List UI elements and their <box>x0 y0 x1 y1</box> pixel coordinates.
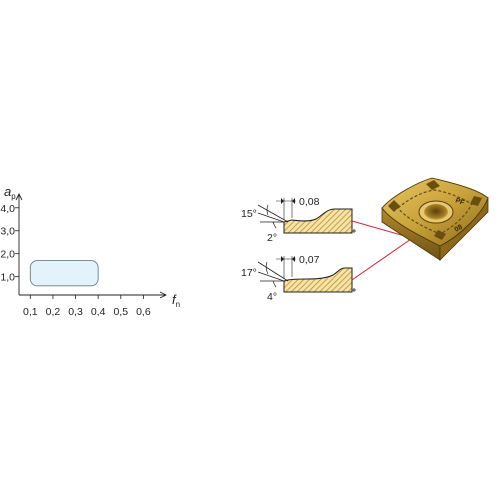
profile-lower-primary-angle: 17° <box>241 267 257 279</box>
profile-lower-section <box>283 267 353 293</box>
profile-upper-section <box>283 208 353 234</box>
profile-upper-rake-line <box>257 204 289 223</box>
edge-profile-lower: 0,07 17° 4° <box>241 254 356 303</box>
x-tick-label: 0,4 <box>91 306 106 318</box>
cutting-insert: PF 08 <box>381 177 489 261</box>
y-tick-label: 3,0 <box>0 226 15 238</box>
profile-upper-dim-arrow <box>281 198 295 204</box>
y-tick-label: 4,0 <box>0 203 15 215</box>
y-tick-label: 1,0 <box>0 272 15 284</box>
insert-center-hole <box>424 204 448 220</box>
insert-marking-08: 08 <box>454 224 464 234</box>
profile-lower-rake-line <box>257 261 289 282</box>
x-tick-label: 0,3 <box>68 306 83 318</box>
x-tick-label: 0,1 <box>23 306 38 318</box>
insert-corner-pattern-top <box>426 180 440 190</box>
y-axis-arrow <box>15 192 23 201</box>
profile-lower-angle-arc-small <box>272 280 277 288</box>
profile-upper-secondary-angle: 2° <box>267 232 277 244</box>
application-area <box>29 260 99 287</box>
insert-corner-pattern-left <box>388 200 400 212</box>
x-tick-label: 0,2 <box>46 306 61 318</box>
profile-lower-secondary-angle: 4° <box>267 291 277 303</box>
y-tick-label: 2,0 <box>0 249 15 261</box>
x-tick-label: 0,6 <box>136 306 151 318</box>
x-axis-arrow <box>159 291 168 299</box>
profile-lower-ref-line <box>257 271 285 282</box>
profile-upper-angle-arc <box>266 204 269 216</box>
profile-lower-dim-arrow <box>281 256 295 262</box>
x-axis-label: fn <box>172 292 180 309</box>
insert-corner-pattern-bottom <box>434 230 446 240</box>
chip-breaking-chart: 0,1 0,2 0,3 0,4 0,5 0,6 1,0 2,0 3,0 4,0 ap fn <box>0 184 180 318</box>
profile-upper-ref-line <box>257 212 285 223</box>
edge-profile-upper: 0,08 15° 2° <box>241 196 356 244</box>
application-area-box <box>29 260 99 287</box>
chart-ticks: 0,1 0,2 0,3 0,4 0,5 0,6 1,0 2,0 3,0 4,0 <box>0 203 150 318</box>
profile-upper-primary-angle: 15° <box>241 208 257 220</box>
insert-corner-pattern-right <box>470 196 482 206</box>
chart-axes <box>15 192 168 299</box>
profile-upper-land-width: 0,08 <box>299 196 320 208</box>
profile-upper-angle-arc-small <box>272 221 277 229</box>
profile-lower-angle-arc <box>265 261 269 275</box>
profile-lower-land-width: 0,07 <box>299 254 320 266</box>
x-tick-label: 0,5 <box>113 306 128 318</box>
insert-marking-pf: PF <box>454 197 465 207</box>
y-axis-label: ap <box>4 184 16 201</box>
